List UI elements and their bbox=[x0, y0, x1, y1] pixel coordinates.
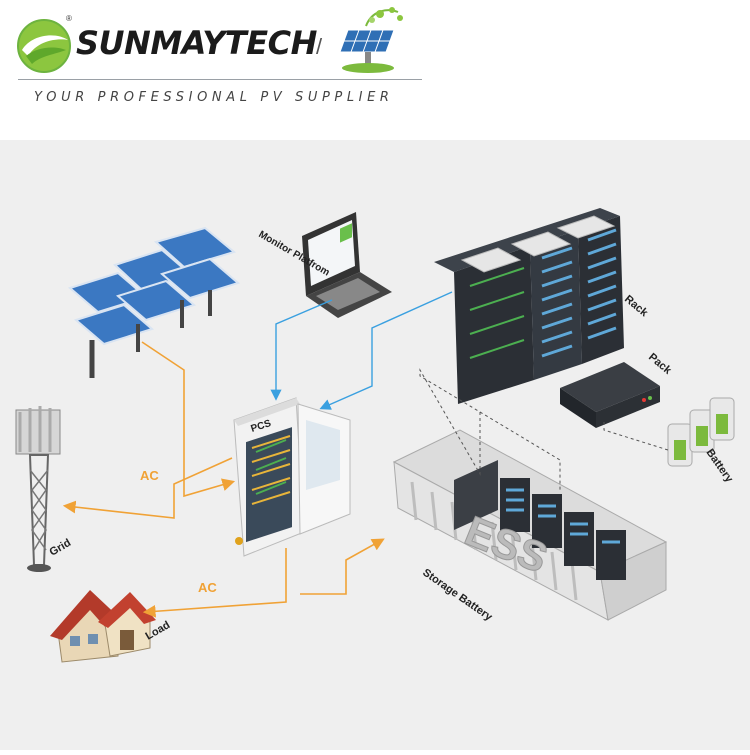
pcs-cabinet-icon bbox=[233, 397, 351, 557]
solar-panel-logo-icon bbox=[339, 7, 403, 73]
ess-container-icon bbox=[392, 429, 668, 621]
brand-separator: / bbox=[316, 34, 323, 59]
brand-name: SUNMAYTECH bbox=[76, 24, 317, 62]
rack-to-pcs-line bbox=[319, 291, 453, 410]
storage-battery-label: Storage Battery bbox=[420, 567, 495, 624]
grid-tower-icon bbox=[15, 406, 61, 572]
energy-storage-diagram: Monitor Platfrom PCS Rack Pack Battery E… bbox=[15, 208, 736, 663]
pack-to-battery-dashed-line bbox=[603, 422, 669, 451]
house-icon bbox=[50, 590, 156, 663]
rack-to-ess-dashed-line bbox=[419, 368, 561, 490]
rack-icon bbox=[434, 208, 624, 404]
registered-mark: ® bbox=[66, 14, 72, 23]
pack-label: Pack bbox=[646, 351, 674, 377]
sunmaytech-logo-icon bbox=[17, 19, 71, 73]
ac-lines bbox=[62, 341, 385, 618]
rack-label: Rack bbox=[622, 293, 651, 320]
pack-icon bbox=[560, 362, 660, 428]
tagline: YOUR PROFESSIONAL PV SUPPLIER bbox=[34, 90, 394, 105]
pcs-to-load-line bbox=[142, 548, 287, 618]
laptop-icon bbox=[302, 212, 392, 318]
grid-label: Grid bbox=[48, 537, 74, 559]
dashed-lines bbox=[419, 368, 669, 490]
battery-label: Battery bbox=[704, 447, 736, 486]
ac-label-load: AC bbox=[198, 580, 217, 595]
battery-icon bbox=[667, 397, 735, 467]
laptop-to-pcs-line bbox=[270, 299, 333, 401]
data-lines bbox=[270, 291, 453, 410]
solar-array-icon bbox=[67, 226, 241, 378]
pcs-to-ess-line bbox=[300, 538, 385, 595]
header: ® SUNMAYTECH / YOUR PROFESSIONAL PV SUPP… bbox=[0, 0, 750, 140]
header-divider bbox=[18, 79, 422, 80]
diagram-canvas: Monitor Platfrom PCS Rack Pack Battery E… bbox=[0, 140, 750, 750]
pcs-to-grid-line bbox=[62, 457, 233, 519]
solar-to-pcs-line bbox=[141, 341, 236, 498]
ac-label-grid: AC bbox=[140, 468, 159, 483]
